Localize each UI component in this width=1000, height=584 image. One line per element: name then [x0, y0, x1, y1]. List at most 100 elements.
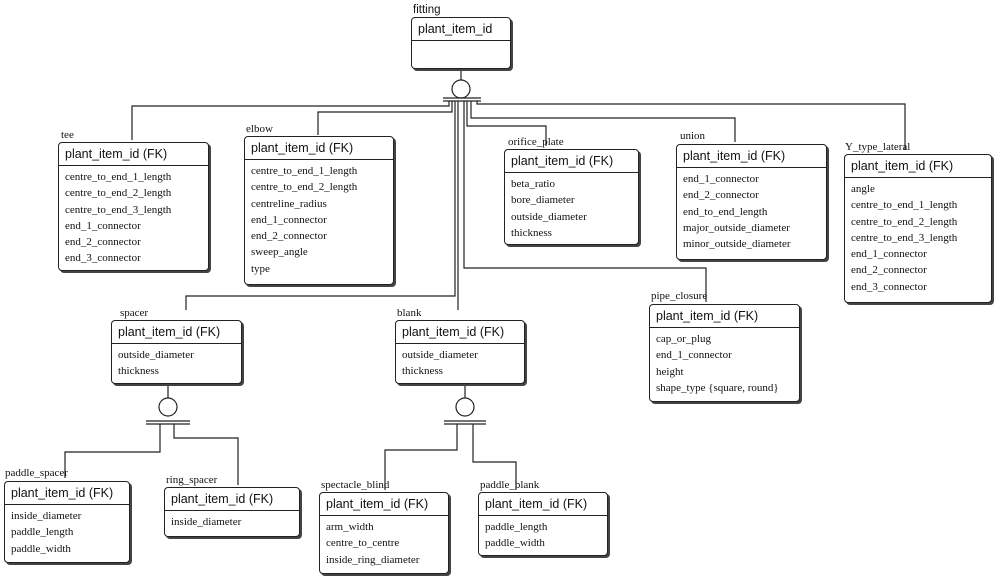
tee-attribute: end_1_connector: [65, 219, 141, 232]
orifice-plate-attribute: outside_diameter: [511, 210, 587, 223]
orifice-plate-attribute: bore_diameter: [511, 194, 575, 207]
y-type-lateral-attribute: angle: [851, 183, 875, 195]
elbow-attribute: sweep_angle: [251, 246, 308, 259]
entity-name-pipe-closure: pipe_closure: [651, 290, 708, 302]
fitting-subtype-circle: [451, 79, 471, 99]
union-attribute: end_to_end_length: [683, 205, 768, 218]
entity-pipe-closure[interactable]: plant_item_id (FK) cap_or_plug end_1_con…: [649, 304, 800, 402]
tee-attribute: centre_to_end_1_length: [65, 171, 172, 183]
line-to-elbow: [317, 101, 453, 135]
paddle-spacer-primary-key: plant_item_id (FK): [5, 482, 129, 505]
entity-spectacle-blind[interactable]: plant_item_id (FK) arm_width centre_to_c…: [319, 492, 449, 574]
line-to-paddle-blank: [472, 424, 517, 490]
elbow-attribute: centre_to_end_1_length: [251, 165, 358, 177]
entity-blank[interactable]: plant_item_id (FK) outside_diameter thic…: [395, 320, 525, 384]
line-to-y-type-lateral: [476, 101, 906, 150]
entity-name-paddle-spacer: paddle_spacer: [5, 467, 68, 479]
entity-orifice-plate[interactable]: plant_item_id (FK) beta_ratio bore_diame…: [504, 149, 639, 245]
paddle-blank-primary-key: plant_item_id (FK): [479, 493, 607, 516]
tee-primary-key: plant_item_id (FK): [59, 143, 208, 166]
union-attribute: major_outside_diameter: [683, 221, 790, 234]
entity-union[interactable]: plant_item_id (FK) end_1_connector end_2…: [676, 144, 827, 260]
entity-name-blank: blank: [397, 307, 422, 319]
union-attribute: end_2_connector: [683, 189, 759, 202]
blank-primary-key: plant_item_id (FK): [396, 321, 524, 344]
y-type-lateral-attribute: end_3_connector: [851, 280, 927, 293]
y-type-lateral-attribute: centre_to_end_2_length: [851, 215, 958, 228]
spacer-attribute: outside_diameter: [118, 349, 194, 361]
blank-subtype-circle: [455, 397, 475, 417]
spacer-primary-key: plant_item_id (FK): [112, 321, 241, 344]
line-to-pipe-closure: [463, 101, 707, 302]
tee-attribute: end_3_connector: [65, 252, 141, 265]
spectacle-blind-primary-key: plant_item_id (FK): [320, 493, 448, 516]
entity-name-paddle-blank: paddle_blank: [480, 479, 540, 491]
elbow-attribute: centre_to_end_2_length: [251, 181, 358, 194]
blank-attribute: outside_diameter: [402, 349, 478, 361]
spectacle-blind-attribute: inside_ring_diameter: [326, 553, 420, 566]
entity-paddle-spacer[interactable]: plant_item_id (FK) inside_diameter paddl…: [4, 481, 130, 563]
orifice-plate-attribute: thickness: [511, 226, 552, 239]
ring-spacer-primary-key: plant_item_id (FK): [165, 488, 299, 511]
elbow-attribute: end_2_connector: [251, 230, 327, 243]
entity-y-type-lateral[interactable]: plant_item_id (FK) angle centre_to_end_1…: [844, 154, 992, 303]
entity-name-tee: tee: [61, 129, 74, 141]
spacer-subtype-circle: [158, 397, 178, 417]
entity-name-orifice-plate: orifice_plate: [508, 136, 564, 148]
pipe-closure-attribute: shape_type {square, round}: [656, 381, 779, 394]
entity-name-union: union: [680, 130, 706, 142]
orifice-plate-primary-key: plant_item_id (FK): [505, 150, 638, 173]
ring-spacer-attribute: inside_diameter: [171, 516, 242, 528]
y-type-lateral-primary-key: plant_item_id (FK): [845, 155, 991, 178]
spacer-attribute: thickness: [118, 365, 159, 378]
elbow-attribute: centreline_radius: [251, 197, 327, 210]
tee-attribute: centre_to_end_2_length: [65, 187, 172, 200]
pipe-closure-attribute: height: [656, 365, 684, 378]
entity-name-ring-spacer: ring_spacer: [166, 474, 218, 486]
tee-attribute: end_2_connector: [65, 236, 141, 249]
blank-attribute: thickness: [402, 365, 443, 378]
entity-ring-spacer[interactable]: plant_item_id (FK) inside_diameter: [164, 487, 300, 537]
spectacle-blind-attribute: arm_width: [326, 521, 374, 533]
elbow-attribute: type: [251, 262, 270, 275]
line-to-union: [470, 101, 736, 142]
tee-attribute: centre_to_end_3_length: [65, 203, 172, 216]
entity-name-y-type-lateral: Y_type_lateral: [845, 141, 911, 153]
paddle-blank-attribute: paddle_width: [485, 537, 545, 550]
line-to-tee: [131, 101, 450, 140]
paddle-blank-attribute: paddle_length: [485, 521, 548, 533]
paddle-spacer-attribute: paddle_length: [11, 526, 74, 539]
entity-name-elbow: elbow: [246, 123, 273, 135]
fitting-primary-key: plant_item_id: [412, 18, 510, 41]
pipe-closure-attribute: end_1_connector: [656, 349, 732, 362]
paddle-spacer-attribute: paddle_width: [11, 542, 71, 555]
y-type-lateral-attribute: end_2_connector: [851, 264, 927, 277]
y-type-lateral-attribute: centre_to_end_1_length: [851, 199, 958, 212]
line-to-orifice-plate: [466, 101, 547, 146]
orifice-plate-attribute: beta_ratio: [511, 178, 555, 190]
y-type-lateral-attribute: centre_to_end_3_length: [851, 231, 958, 244]
entity-tee[interactable]: plant_item_id (FK) centre_to_end_1_lengt…: [58, 142, 209, 271]
line-to-spectacle-blind: [384, 424, 458, 490]
entity-paddle-blank[interactable]: plant_item_id (FK) paddle_length paddle_…: [478, 492, 608, 556]
elbow-primary-key: plant_item_id (FK): [245, 137, 393, 160]
entity-spacer[interactable]: plant_item_id (FK) outside_diameter thic…: [111, 320, 242, 384]
line-to-ring-spacer: [173, 424, 239, 485]
union-attribute: minor_outside_diameter: [683, 238, 791, 251]
entity-name-spectacle-blind: spectacle_blind: [321, 479, 390, 491]
y-type-lateral-attribute: end_1_connector: [851, 248, 927, 261]
entity-elbow[interactable]: plant_item_id (FK) centre_to_end_1_lengt…: [244, 136, 394, 285]
paddle-spacer-attribute: inside_diameter: [11, 510, 82, 522]
pipe-closure-attribute: cap_or_plug: [656, 333, 711, 345]
line-to-paddle-spacer: [64, 424, 161, 478]
elbow-attribute: end_1_connector: [251, 213, 327, 226]
entity-name-fitting: fitting: [413, 4, 441, 16]
union-primary-key: plant_item_id (FK): [677, 145, 826, 168]
pipe-closure-primary-key: plant_item_id (FK): [650, 305, 799, 328]
entity-fitting[interactable]: plant_item_id: [411, 17, 511, 69]
union-attribute: end_1_connector: [683, 173, 759, 185]
spectacle-blind-attribute: centre_to_centre: [326, 537, 400, 550]
line-to-spacer: [185, 101, 456, 310]
entity-name-spacer: spacer: [120, 307, 149, 319]
